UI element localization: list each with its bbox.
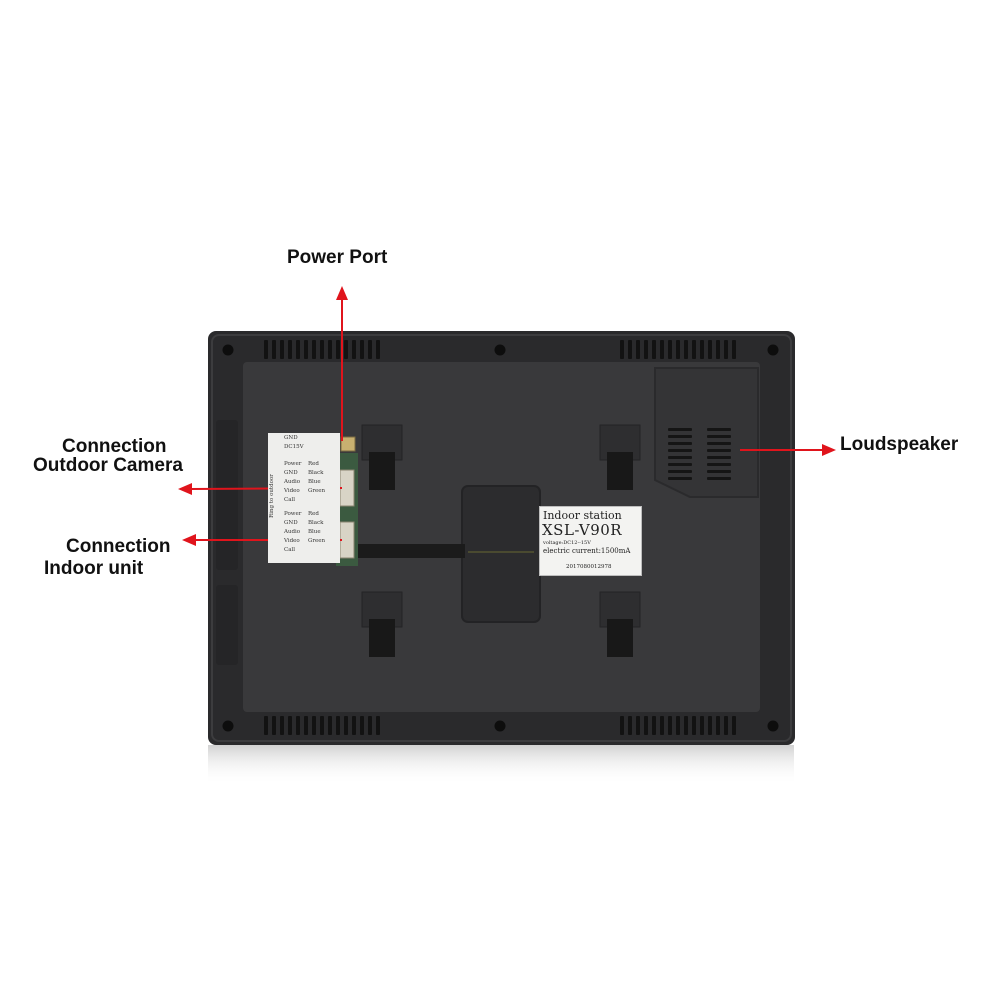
wiring-row: Call (284, 547, 296, 553)
power-port-label: Power Port (287, 247, 388, 268)
indoor-unit-label-line1: Connection (66, 536, 171, 557)
vent-bottom-right (620, 716, 736, 735)
power-connector (340, 436, 356, 452)
product-serial: 2017080012978 (566, 564, 612, 570)
wiring-row: Video (284, 538, 300, 544)
wiring-row: Video (284, 488, 300, 494)
wiring-row: Call (284, 497, 296, 503)
wire-color: Black (308, 470, 324, 476)
screw (222, 344, 234, 356)
wire-color: Blue (308, 529, 321, 535)
ribbon-cable (355, 544, 465, 558)
screw (767, 720, 779, 732)
outdoor-camera-label-line1: Connection (62, 436, 167, 457)
indoor-unit-connector (339, 521, 355, 559)
floor-reflection (208, 745, 794, 785)
wire-color: Green (308, 538, 326, 544)
vent-bottom-left (264, 716, 380, 735)
mounting-bracket (599, 591, 641, 657)
mounting-bracket (361, 424, 403, 490)
wire-color: Blue (308, 479, 321, 485)
product-label-title: Indoor station (543, 509, 622, 522)
speaker-grille (668, 428, 731, 480)
wiring-row: Audio (284, 529, 301, 535)
wire-color: Red (308, 461, 319, 467)
arrow-power-port (336, 286, 348, 441)
screw (494, 720, 506, 732)
screw (767, 344, 779, 356)
product-label: Indoor station XSL-V90R voltage:DC12--15… (539, 506, 642, 576)
vent-top-left (264, 340, 380, 359)
wiring-row: Audio (284, 479, 301, 485)
wire-color: Green (308, 488, 326, 494)
wiring-sticker: GND DC15V Ring to outdoor Power GND Audi… (268, 433, 340, 563)
screw (494, 344, 506, 356)
outdoor-camera-connector (339, 469, 355, 507)
side-button (216, 420, 238, 570)
outdoor-camera-label-line2: Outdoor Camera (33, 455, 183, 476)
wiring-row: Power (284, 461, 302, 467)
wiring-row: Power (284, 511, 302, 517)
arrow-loudspeaker (740, 444, 836, 456)
wire-color: Red (308, 511, 319, 517)
indoor-unit-label-line2: Indoor unit (44, 558, 144, 579)
wiring-row: GND (284, 520, 298, 526)
mounting-bracket (361, 591, 403, 657)
product-voltage: voltage:DC12--15V (543, 540, 591, 546)
product-current: electric current:1500mA (543, 547, 631, 555)
wiring-gnd: GND (284, 435, 298, 441)
center-cover (461, 485, 541, 623)
product-model: XSL-V90R (542, 521, 623, 539)
mounting-bracket (599, 424, 641, 490)
wiring-row: GND (284, 470, 298, 476)
side-button (216, 585, 238, 665)
loudspeaker-label: Loudspeaker (840, 434, 959, 455)
screw (222, 720, 234, 732)
wiring-ring-text: Ring to outdoor (268, 474, 275, 518)
wiring-dc: DC15V (284, 444, 304, 450)
wire-color: Black (308, 520, 324, 526)
vent-top-right (620, 340, 736, 359)
